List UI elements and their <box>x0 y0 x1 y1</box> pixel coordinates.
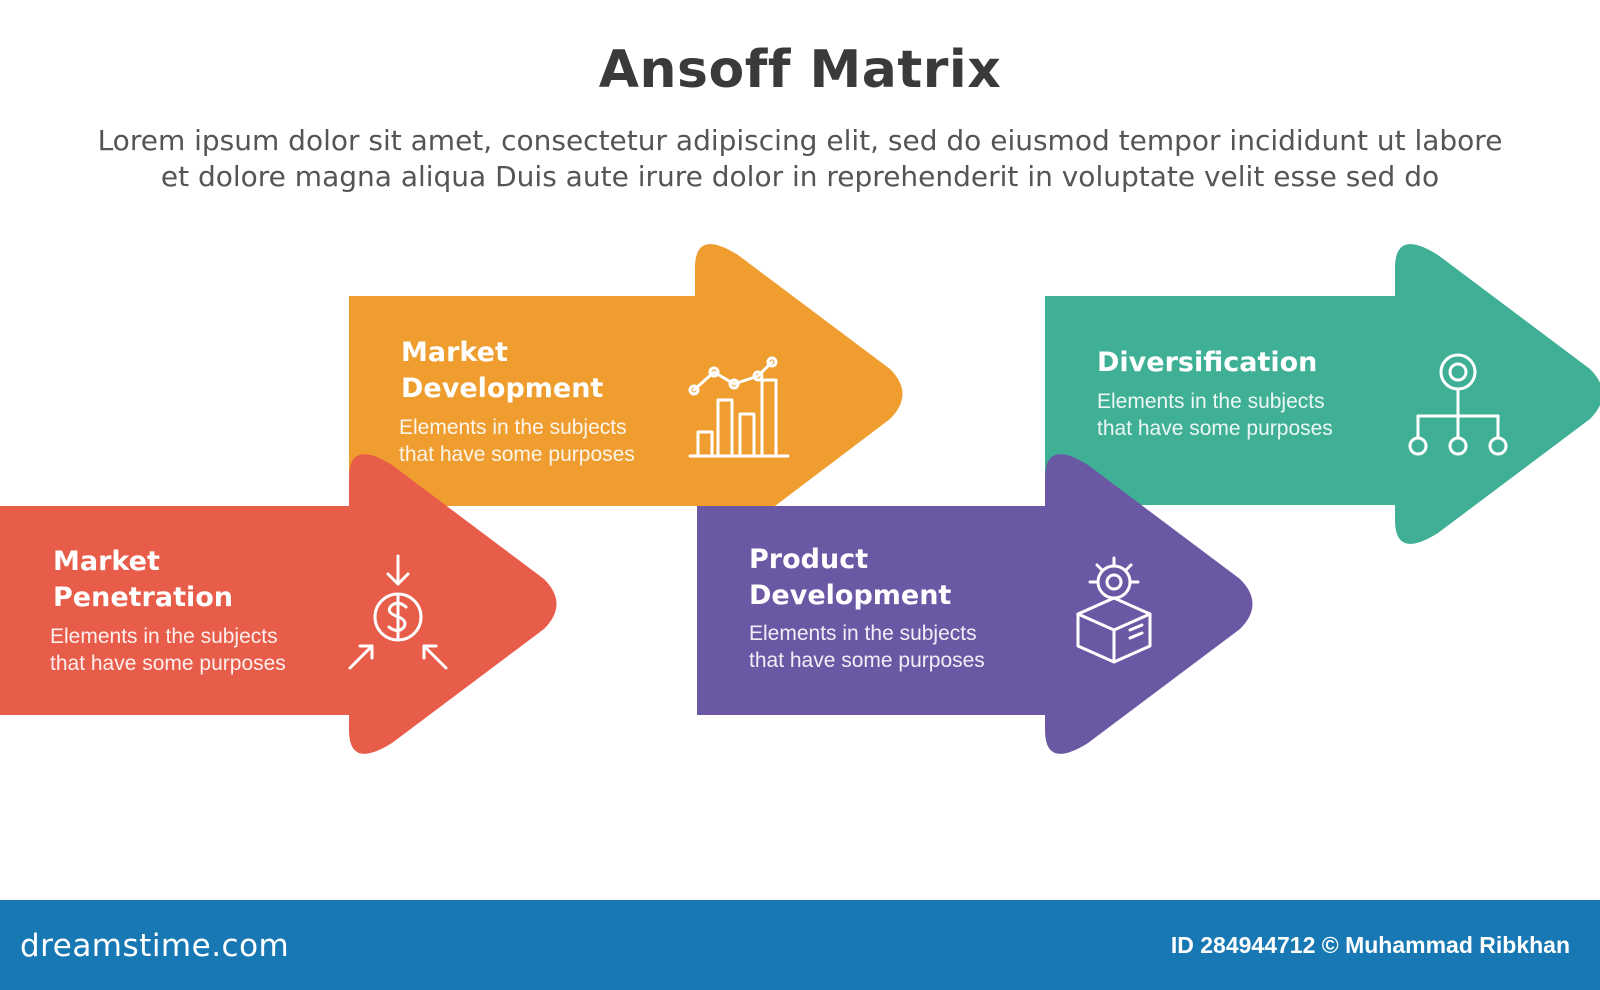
card-desc-line: that have some purposes <box>50 652 286 675</box>
arrow-product-development <box>697 454 1253 754</box>
footer-bar: dreamstime.com ID 284944712 © Muhammad R… <box>0 900 1600 990</box>
gear-box-icon <box>1076 556 1152 664</box>
page-title: Ansoff Matrix <box>598 40 1002 100</box>
card-desc-market-development: Elements in the subjects that have some … <box>399 414 635 468</box>
page-description-line-1: Lorem ipsum dolor sit amet, consectetur … <box>97 124 1503 157</box>
card-title-product-development: Product Development <box>749 542 951 614</box>
card-desc-line: Elements in the subjects <box>50 625 278 648</box>
card-desc-line: that have some purposes <box>749 649 985 672</box>
card-title-line: Development <box>749 580 952 611</box>
card-title-line: Penetration <box>53 582 234 613</box>
dollar-target-icon <box>348 554 448 670</box>
card-title-line: Development <box>401 373 604 404</box>
hierarchy-icon <box>1408 353 1508 456</box>
card-title-line: Market <box>401 337 508 368</box>
card-desc-line: that have some purposes <box>1097 417 1333 440</box>
footer-logo[interactable]: dreamstime.com <box>20 928 290 964</box>
arrow-market-development <box>349 244 903 507</box>
card-desc-market-penetration: Elements in the subjects that have some … <box>50 623 286 677</box>
card-title-diversification: Diversification <box>1097 345 1317 381</box>
card-desc-diversification: Elements in the subjects that have some … <box>1097 388 1333 442</box>
card-title-line: Market <box>53 546 160 577</box>
card-title-line: Diversification <box>1097 347 1318 378</box>
arrow-diversification <box>1045 244 1600 544</box>
card-desc-line: Elements in the subjects <box>749 622 977 645</box>
arrow-market-penetration <box>0 454 557 754</box>
card-title-market-penetration: Market Penetration <box>53 544 233 616</box>
card-title-market-development: Market Development <box>401 335 603 407</box>
card-title-line: Product <box>749 544 869 575</box>
bar-chart-icon <box>688 356 790 458</box>
card-desc-line: that have some purposes <box>399 443 635 466</box>
page-description-line-2: et dolore magna aliqua Duis aute irure d… <box>160 160 1440 193</box>
card-desc-line: Elements in the subjects <box>399 416 627 439</box>
card-desc-product-development: Elements in the subjects that have some … <box>749 620 985 674</box>
card-desc-line: Elements in the subjects <box>1097 390 1325 413</box>
footer-credit: ID 284944712 © Muhammad Ribkhan <box>1170 932 1570 958</box>
